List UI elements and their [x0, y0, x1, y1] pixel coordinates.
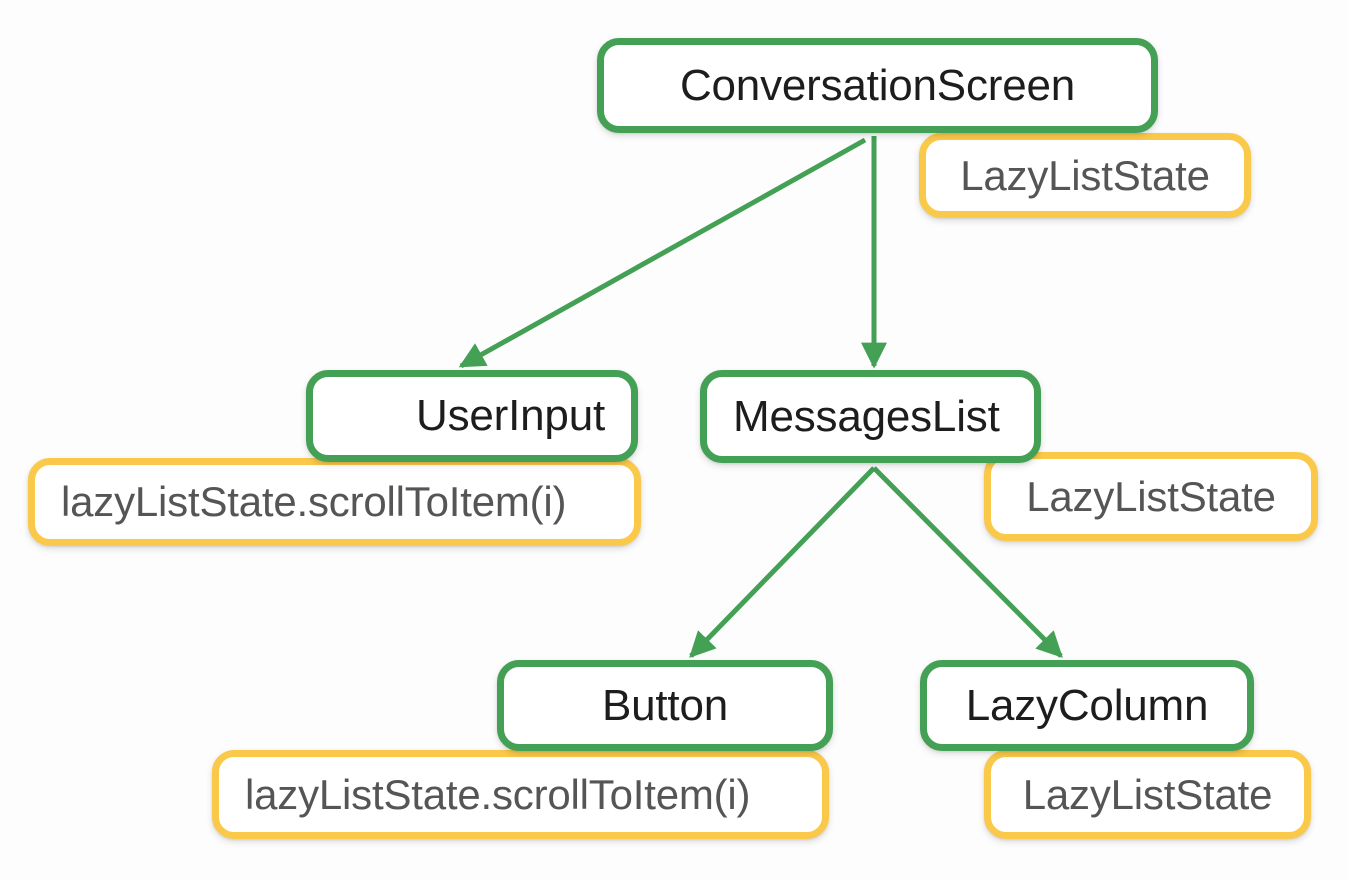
node-lazycolumn[interactable]: LazyColumn — [920, 660, 1254, 751]
badge-messageslist-lazyliststate[interactable]: LazyListState — [984, 452, 1318, 541]
badge-label: lazyListState.scrollToItem(i) — [245, 770, 751, 818]
badge-label: LazyListState — [1026, 472, 1276, 520]
edge-conversationscreen-userinput — [458, 137, 867, 369]
badge-label: lazyListState.scrollToItem(i) — [61, 478, 567, 525]
node-messageslist[interactable]: MessagesList — [700, 370, 1041, 463]
node-userinput[interactable]: UserInput — [306, 370, 638, 462]
node-label: MessagesList — [733, 391, 1000, 441]
node-label: Button — [601, 680, 728, 730]
node-label: UserInput — [416, 391, 605, 440]
edge-messageslist-button — [689, 466, 876, 658]
node-label: ConversationScreen — [679, 60, 1076, 110]
badge-button-scrolltoitem[interactable]: lazyListState.scrollToItem(i) — [212, 750, 829, 839]
badge-userinput-scrolltoitem[interactable]: lazyListState.scrollToItem(i) — [28, 458, 641, 546]
badge-label: LazyListState — [960, 151, 1210, 199]
badge-conversationscreen-lazyliststate[interactable]: LazyListState — [919, 133, 1251, 218]
badge-label: LazyListState — [1022, 770, 1273, 818]
node-button[interactable]: Button — [497, 660, 833, 751]
node-conversationscreen[interactable]: ConversationScreen — [597, 38, 1158, 133]
node-label: LazyColumn — [965, 680, 1209, 730]
badge-lazycolumn-lazyliststate[interactable]: LazyListState — [984, 750, 1311, 839]
